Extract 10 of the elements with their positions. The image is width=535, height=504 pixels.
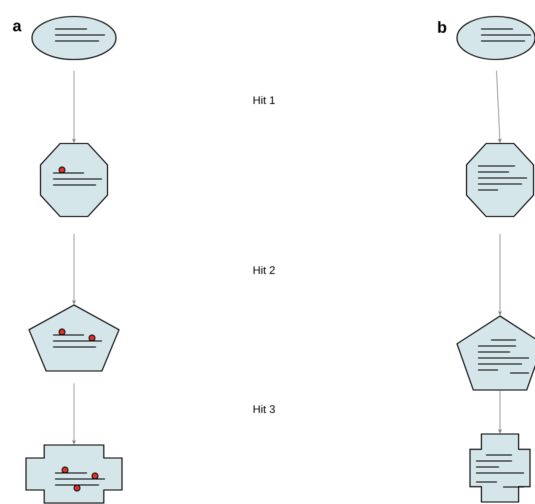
pentagon-shape xyxy=(28,304,120,372)
pentagon-shape xyxy=(456,315,535,391)
step-label: Hit 1 xyxy=(254,96,275,104)
octagon-shape xyxy=(466,142,534,218)
step-label: Hit 2 xyxy=(254,266,275,274)
cross-shape xyxy=(469,433,531,503)
cross-shape xyxy=(25,444,123,504)
octagon-shape xyxy=(40,142,108,218)
ellipse-shape xyxy=(31,16,117,60)
step-label: Hit 3 xyxy=(254,404,275,414)
